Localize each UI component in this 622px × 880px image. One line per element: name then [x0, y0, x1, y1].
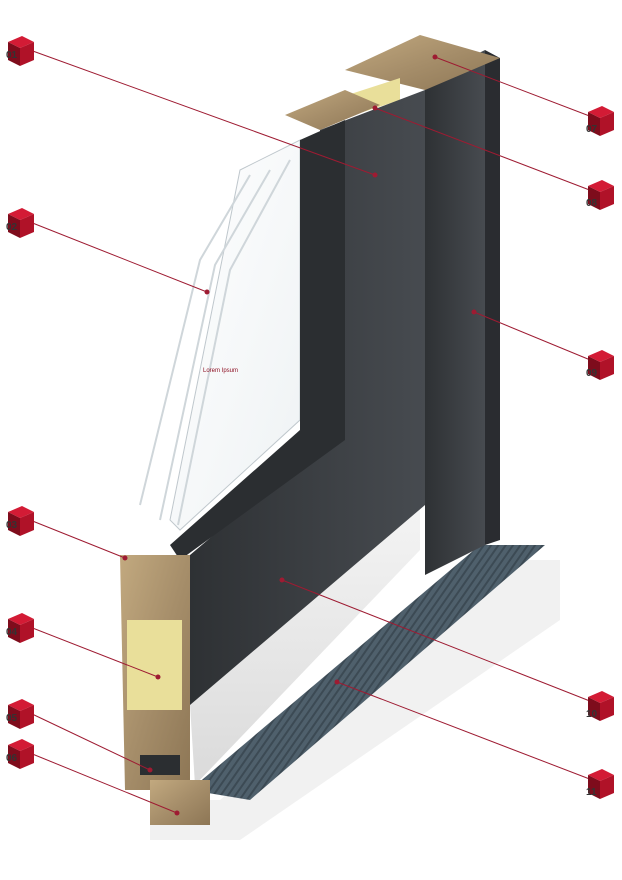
label-marker-01: 01	[6, 36, 34, 66]
seal-strip	[140, 755, 180, 775]
glass-edge-3	[177, 159, 291, 526]
leader-02	[29, 221, 208, 293]
label-10: 10	[586, 709, 598, 720]
leader-dot-10	[279, 577, 285, 583]
leader-dot-01	[372, 172, 378, 178]
label-marker-08: 08	[586, 180, 614, 210]
leader-11	[336, 681, 601, 784]
top-frame-cap	[345, 35, 500, 90]
label-marker-06: 06	[6, 739, 34, 769]
label-03: 03	[6, 520, 18, 531]
label-07: 07	[586, 124, 598, 135]
frame-post-right	[425, 50, 485, 575]
leader-10	[281, 579, 601, 706]
label-09: 09	[586, 368, 598, 379]
sill-plate	[190, 545, 545, 800]
label-08: 08	[586, 198, 598, 209]
leader-dot-11	[334, 679, 340, 685]
label-marker-03: 03	[6, 506, 34, 536]
leader-dot-07	[432, 54, 438, 60]
label-04: 04	[6, 627, 18, 638]
label-marker-09: 09	[586, 350, 614, 380]
leader-01	[29, 49, 376, 176]
label-11: 11	[586, 787, 597, 798]
label-02: 02	[6, 222, 18, 233]
leader-dot-05	[147, 767, 153, 773]
top-frame-sash	[285, 90, 380, 130]
leader-06	[29, 752, 178, 814]
glass-edge-1	[139, 174, 251, 506]
leader-dot-09	[471, 309, 477, 315]
lower-panel	[190, 505, 420, 785]
leader-dot-02	[204, 289, 210, 295]
leader-05	[29, 712, 151, 771]
leader-dot-08	[372, 105, 378, 111]
leader-03	[29, 519, 126, 559]
label-01: 01	[6, 50, 18, 61]
leader-08	[374, 107, 601, 195]
leader-07	[434, 56, 601, 121]
bottom-sill-block	[150, 780, 210, 825]
leader-lines	[29, 49, 601, 816]
sash-panel	[190, 90, 425, 705]
leader-dot-03	[122, 555, 128, 561]
label-marker-05: 05	[6, 699, 34, 729]
label-marker-04: 04	[6, 613, 34, 643]
label-05: 05	[6, 713, 18, 724]
label-marker-11: 11	[586, 769, 614, 799]
label-06: 06	[6, 753, 18, 764]
bottom-insulation	[127, 620, 182, 710]
label-marker-02: 02	[6, 208, 34, 238]
glass-edge-2	[159, 169, 271, 521]
inner-sash-frame	[170, 120, 345, 560]
leader-09	[473, 311, 601, 365]
frame-post-right-side	[485, 50, 500, 545]
leader-dot-06	[174, 810, 180, 816]
label-marker-07: 07	[586, 106, 614, 136]
center-caption: Lorem Ipsum	[203, 368, 238, 374]
label-marker-10: 10	[586, 691, 614, 721]
leader-dot-04	[155, 674, 161, 680]
leader-04	[29, 626, 159, 678]
